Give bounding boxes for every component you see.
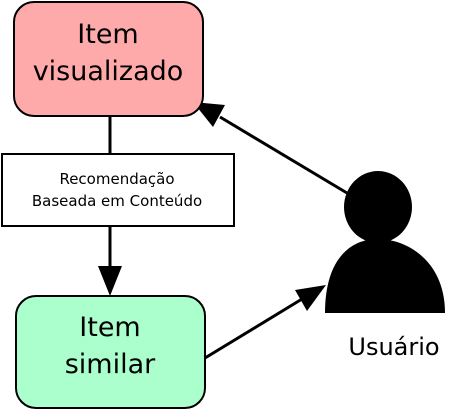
similar-item-title-line1: Item bbox=[79, 312, 140, 343]
user-icon bbox=[325, 171, 445, 313]
arrow-similar-to-user-head bbox=[295, 285, 326, 311]
viewed-item-title-line1: Item bbox=[77, 19, 138, 50]
user-icon-head bbox=[344, 171, 412, 243]
viewed-item-box bbox=[13, 1, 204, 117]
recommendation-box bbox=[1, 153, 235, 227]
user-label: Usuário bbox=[348, 333, 439, 361]
similar-item-node: Item similar bbox=[15, 295, 206, 409]
user-icon-body bbox=[325, 239, 445, 313]
similar-item-title-line2: similar bbox=[65, 349, 156, 380]
arrow-user-to-viewed-shaft bbox=[219, 115, 348, 195]
recommendation-label-line1: Recomendação bbox=[59, 170, 174, 188]
arrow-similar-to-user-shaft bbox=[204, 297, 303, 360]
arrow-recommendation-to-similar-head bbox=[98, 266, 122, 296]
recommendation-label-line2: Baseada em Conteúdo bbox=[32, 192, 202, 210]
viewed-item-title-line2: visualizado bbox=[33, 56, 184, 87]
arrow-user-to-viewed-head bbox=[193, 102, 225, 127]
similar-item-box bbox=[15, 295, 206, 409]
viewed-item-node: Item visualizado bbox=[13, 1, 204, 117]
recommendation-node: Recomendação Baseada em Conteúdo bbox=[1, 153, 235, 227]
